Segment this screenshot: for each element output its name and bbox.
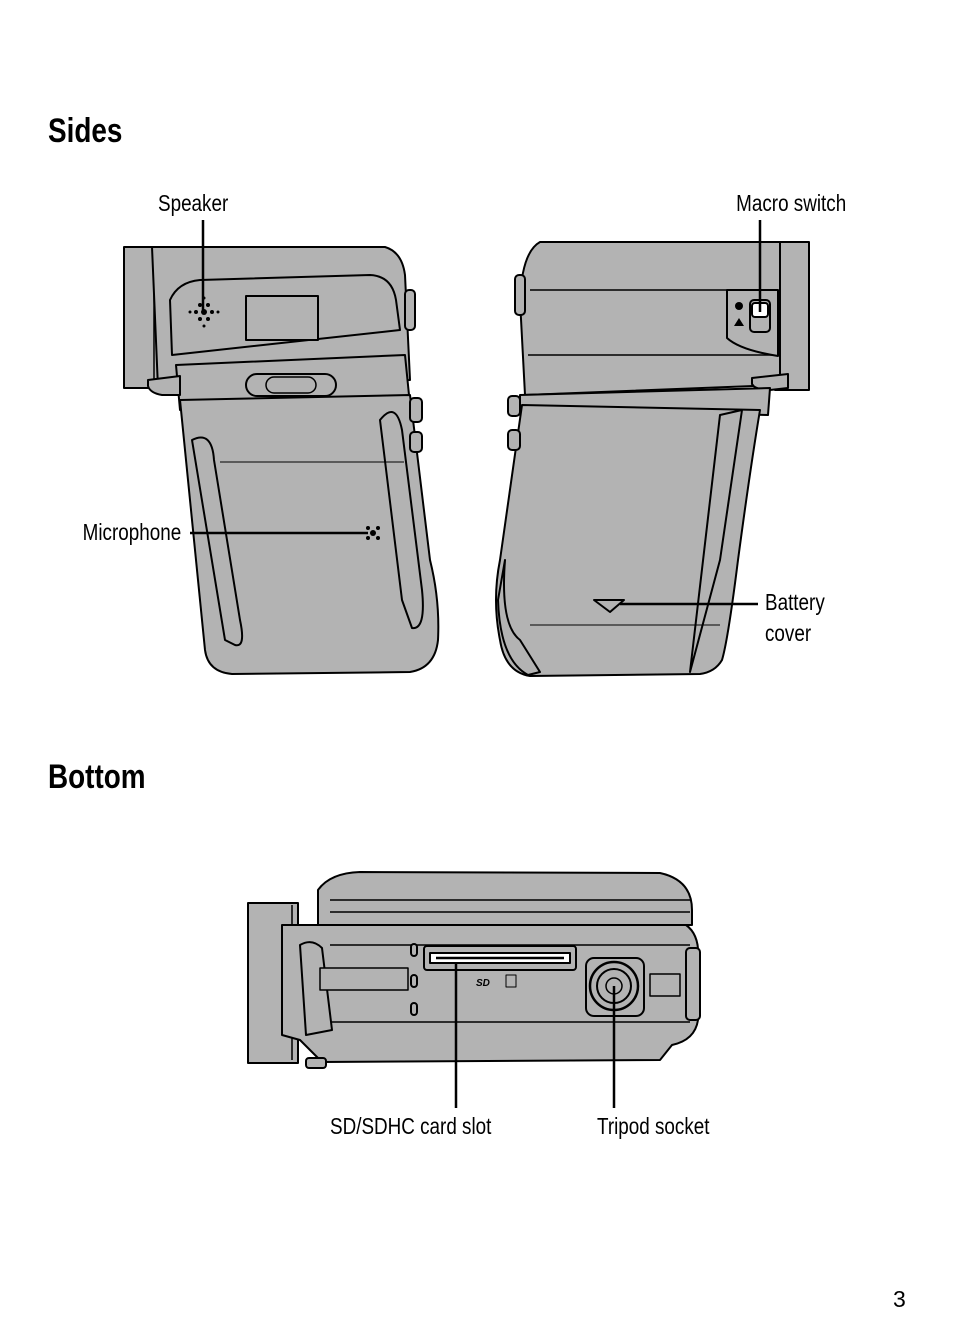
svg-text:SD: SD — [476, 978, 490, 989]
battery-cover-label-line1: Battery — [765, 589, 825, 615]
leader-lines — [190, 220, 762, 1108]
right-side-view — [495, 241, 810, 677]
tripod-socket-label: Tripod socket — [597, 1113, 710, 1139]
bottom-view: SD — [247, 871, 701, 1069]
battery-cover-label-line2: cover — [765, 620, 812, 646]
microphone-label: Microphone — [82, 519, 181, 545]
bottom-heading: Bottom — [48, 758, 146, 796]
microphone-holes — [366, 526, 380, 540]
speaker-label: Speaker — [158, 190, 229, 216]
page-number: 3 — [893, 1286, 906, 1312]
sides-heading: Sides — [48, 112, 123, 150]
speaker-holes — [188, 296, 220, 328]
sd-card-slot-label: SD/SDHC card slot — [330, 1113, 492, 1139]
left-side-view — [123, 246, 440, 675]
macro-switch-label: Macro switch — [735, 190, 846, 216]
